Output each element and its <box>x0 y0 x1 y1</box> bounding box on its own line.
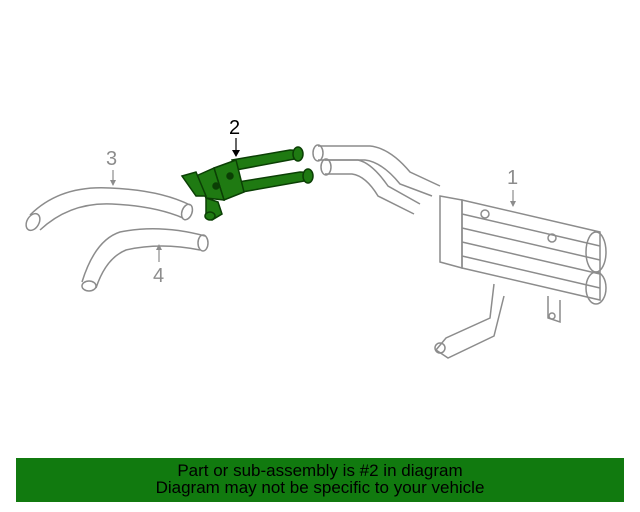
part-2-assembly[interactable] <box>180 146 314 221</box>
callout-1: 1 <box>507 167 519 189</box>
parts-diagram: 1 2 3 4 <box>23 117 607 359</box>
info-banner: Part or sub-assembly is #2 in diagram Di… <box>16 458 624 502</box>
banner-line-1: Part or sub-assembly is #2 in diagram <box>177 461 463 480</box>
part-3-hose[interactable] <box>23 186 194 233</box>
callout-3: 3 <box>106 148 118 170</box>
callout-2: 2 <box>229 117 241 139</box>
part-4-hose[interactable] <box>81 228 209 292</box>
part-1-cooler[interactable] <box>312 144 607 359</box>
leader-lines <box>110 138 516 262</box>
banner-line-2: Diagram may not be specific to your vehi… <box>155 478 485 497</box>
diagram-drawing <box>23 138 607 359</box>
callout-4: 4 <box>153 265 165 287</box>
